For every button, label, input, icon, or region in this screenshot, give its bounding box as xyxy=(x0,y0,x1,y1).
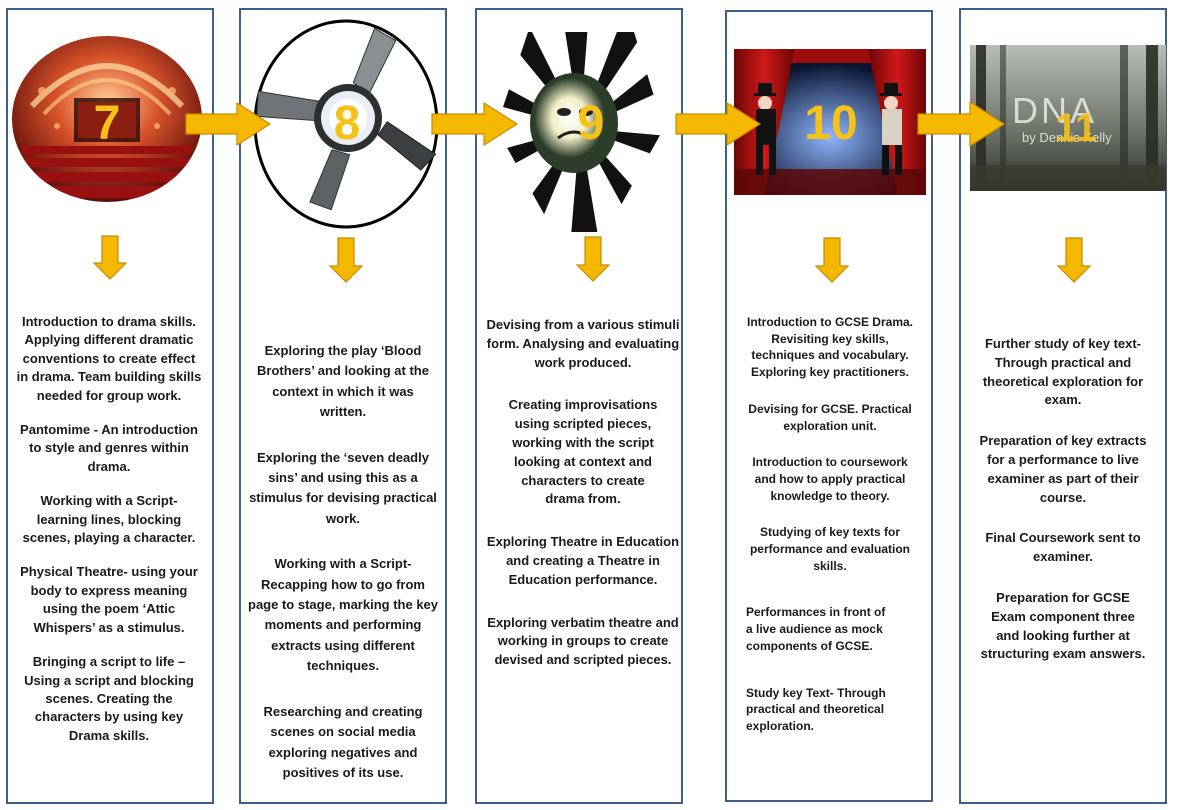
stage-10-description: Introduction to GCSE Drama. Revisiting k… xyxy=(742,314,918,735)
stage-7-item-5: Bringing a script to life – Using a scri… xyxy=(24,654,194,743)
year-number-10: 10 xyxy=(804,97,858,150)
stage-11-item-2: Preparation of key extracts for a perfor… xyxy=(979,433,1147,505)
dna-cover-author: by Dennis Kelly xyxy=(1022,130,1112,145)
stage-spotlight-image xyxy=(252,18,440,230)
stage-10-item-6: Study key Text- Through practical and th… xyxy=(746,685,886,733)
stage-9-item-3: Exploring Theatre in Education and creat… xyxy=(486,534,680,587)
stage-9-item-1: Devising from a various stimuli form. An… xyxy=(486,317,680,370)
stage-7-item-2: Pantomime - An introduction to style and… xyxy=(20,422,198,474)
stage-8-item-4: Researching and creating scenes on socia… xyxy=(263,703,423,780)
stage-7-item-1: Introduction to drama skills. Applying d… xyxy=(16,314,202,403)
stage-11-item-1: Further study of key text- Through pract… xyxy=(982,336,1144,408)
stage-7-description: Introduction to drama skills. Applying d… xyxy=(16,313,202,745)
stage-9-item-4: Exploring verbatim theatre and working i… xyxy=(487,614,679,668)
year-number-8: 8 xyxy=(333,97,361,150)
stage-7-item-3: Working with a Script- learning lines, b… xyxy=(22,493,196,546)
stage-9-description: Devising from a various stimuli form. An… xyxy=(485,316,681,670)
stage-11-item-3: Final Coursework sent to examiner. xyxy=(985,530,1141,565)
stage-10-item-1: Introduction to GCSE Drama. Revisiting k… xyxy=(746,315,913,380)
stage-8-item-2: Exploring the ‘seven deadly sins’ and us… xyxy=(249,449,437,526)
stage-8-description: Exploring the play ‘Blood Brothers’ and … xyxy=(248,341,438,783)
stage-11-description: Further study of key text- Through pract… xyxy=(979,335,1147,664)
year-number-11: 11 xyxy=(1054,106,1098,150)
stage-11-item-4: Preparation for GCSE Exam component thre… xyxy=(980,589,1146,662)
stage-10-item-4: Studying of key texts for performance an… xyxy=(749,525,911,573)
year-number-7: 7 xyxy=(93,97,121,150)
stage-10-item-3: Introduction to coursework and how to ap… xyxy=(752,455,908,503)
stage-9-item-2: Creating improvisations using scripted p… xyxy=(508,397,658,507)
drama-masks-image xyxy=(494,28,666,234)
stage-10-item-5: Performances in front of a live audience… xyxy=(746,605,886,653)
stage-8-item-3: Working with a Script- Recapping how to … xyxy=(248,556,439,674)
stage-10-item-2: Devising for GCSE. Practical exploration… xyxy=(748,401,912,433)
year-number-9: 9 xyxy=(577,97,605,150)
dna-cover-title: DNA xyxy=(1012,90,1098,131)
stage-8-item-1: Exploring the play ‘Blood Brothers’ and … xyxy=(257,343,429,420)
stage-curtain-performers-image xyxy=(734,49,926,195)
stage-7-item-4: Physical Theatre- using your body to exp… xyxy=(20,564,198,635)
